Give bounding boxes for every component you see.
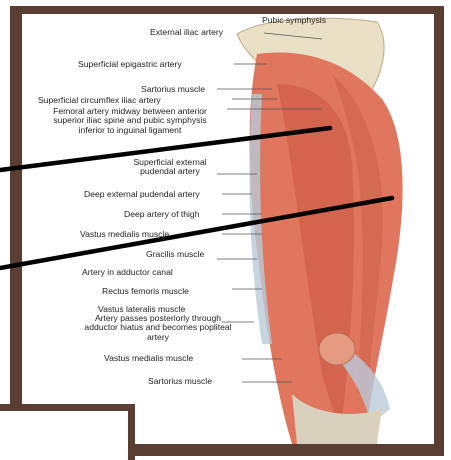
overlay-panel xyxy=(0,404,135,460)
pointer-line-upper xyxy=(0,128,330,170)
pointer-line-lower xyxy=(0,198,392,268)
